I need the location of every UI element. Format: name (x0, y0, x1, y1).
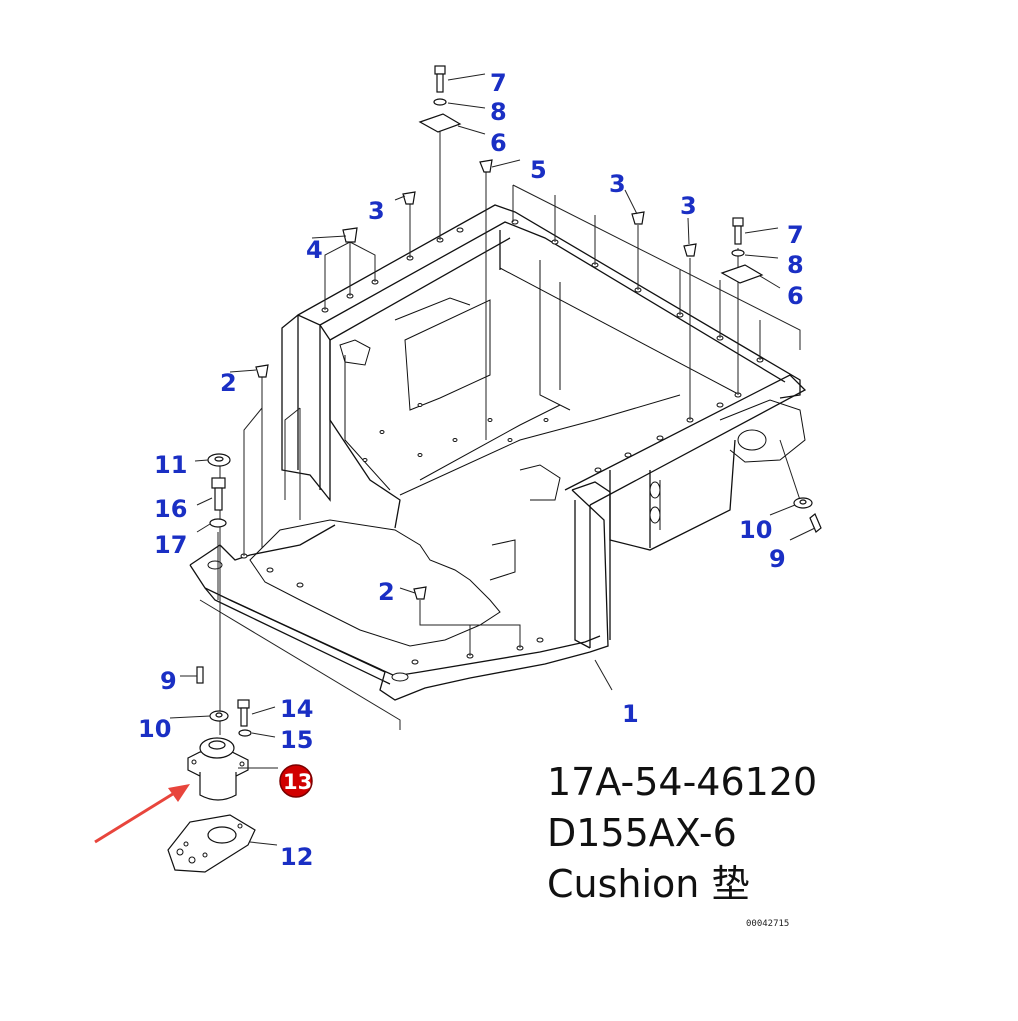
nut-icon (209, 710, 229, 722)
callout-15: 15 (280, 726, 313, 754)
callout-6: 6 (787, 282, 804, 310)
callout-9: 9 (160, 667, 177, 695)
callout-3: 3 (368, 197, 385, 225)
callout-12: 12 (280, 843, 313, 871)
part-name: Cushion 垫 (547, 862, 749, 906)
cap-icon (402, 191, 416, 205)
assembly-guide-lines (199, 125, 801, 735)
bolt-icon (237, 699, 250, 727)
pin-icon (809, 513, 822, 533)
callout-2: 2 (378, 578, 395, 606)
highlight-marker-13[interactable]: 13 (279, 764, 313, 798)
callout-8: 8 (787, 251, 804, 279)
callout-3: 3 (680, 192, 697, 220)
plate-icon (418, 113, 462, 133)
cushion-part[interactable] (187, 737, 249, 801)
main-frame (189, 204, 807, 701)
callout-7: 7 (787, 221, 804, 249)
callout-numbers: 7 8 6 5 3 3 3 4 7 8 6 2 11 16 17 2 10 9 … (138, 69, 804, 871)
cap-icon (413, 586, 427, 600)
drawing-code: 00042715 (746, 919, 789, 929)
nut-icon (793, 497, 813, 509)
callout-9: 9 (769, 545, 786, 573)
hardware-parts (196, 65, 822, 737)
callout-13: 13 (283, 770, 312, 794)
callout-11: 11 (154, 451, 187, 479)
callout-14: 14 (280, 695, 313, 723)
cushion-base-plate (167, 814, 256, 873)
washer-icon (433, 98, 447, 106)
callout-2: 2 (220, 369, 237, 397)
washer-icon (209, 518, 227, 528)
cap-icon (342, 227, 358, 243)
machine-model: D155AX-6 (547, 811, 737, 855)
callout-3: 3 (609, 170, 626, 198)
bolt-icon (211, 477, 226, 511)
part-number: 17A-54-46120 (547, 760, 817, 804)
callout-7: 7 (490, 69, 507, 97)
callout-10: 10 (138, 715, 171, 743)
callout-8: 8 (490, 98, 507, 126)
callout-10: 10 (739, 516, 772, 544)
nut-icon (207, 453, 231, 467)
pin-icon (196, 666, 204, 684)
part-caption: 17A-54-46120 D155AX-6 Cushion 垫 00042715 (547, 760, 817, 929)
cap-icon (683, 243, 697, 257)
callout-6: 6 (490, 129, 507, 157)
washer-icon (238, 729, 252, 737)
bolt-icon (434, 65, 446, 93)
pointer-arrow-icon (94, 784, 190, 844)
washer-icon (731, 249, 745, 257)
cap-icon (255, 364, 269, 378)
callout-4: 4 (306, 236, 323, 264)
cap-icon (631, 211, 645, 225)
callout-17: 17 (154, 531, 187, 559)
callout-5: 5 (530, 156, 547, 184)
plate-icon (720, 264, 764, 284)
callout-1: 1 (622, 700, 639, 728)
callout-leaders (169, 73, 816, 846)
cap-icon (479, 159, 493, 173)
bolt-icon (732, 217, 744, 245)
callout-16: 16 (154, 495, 187, 523)
